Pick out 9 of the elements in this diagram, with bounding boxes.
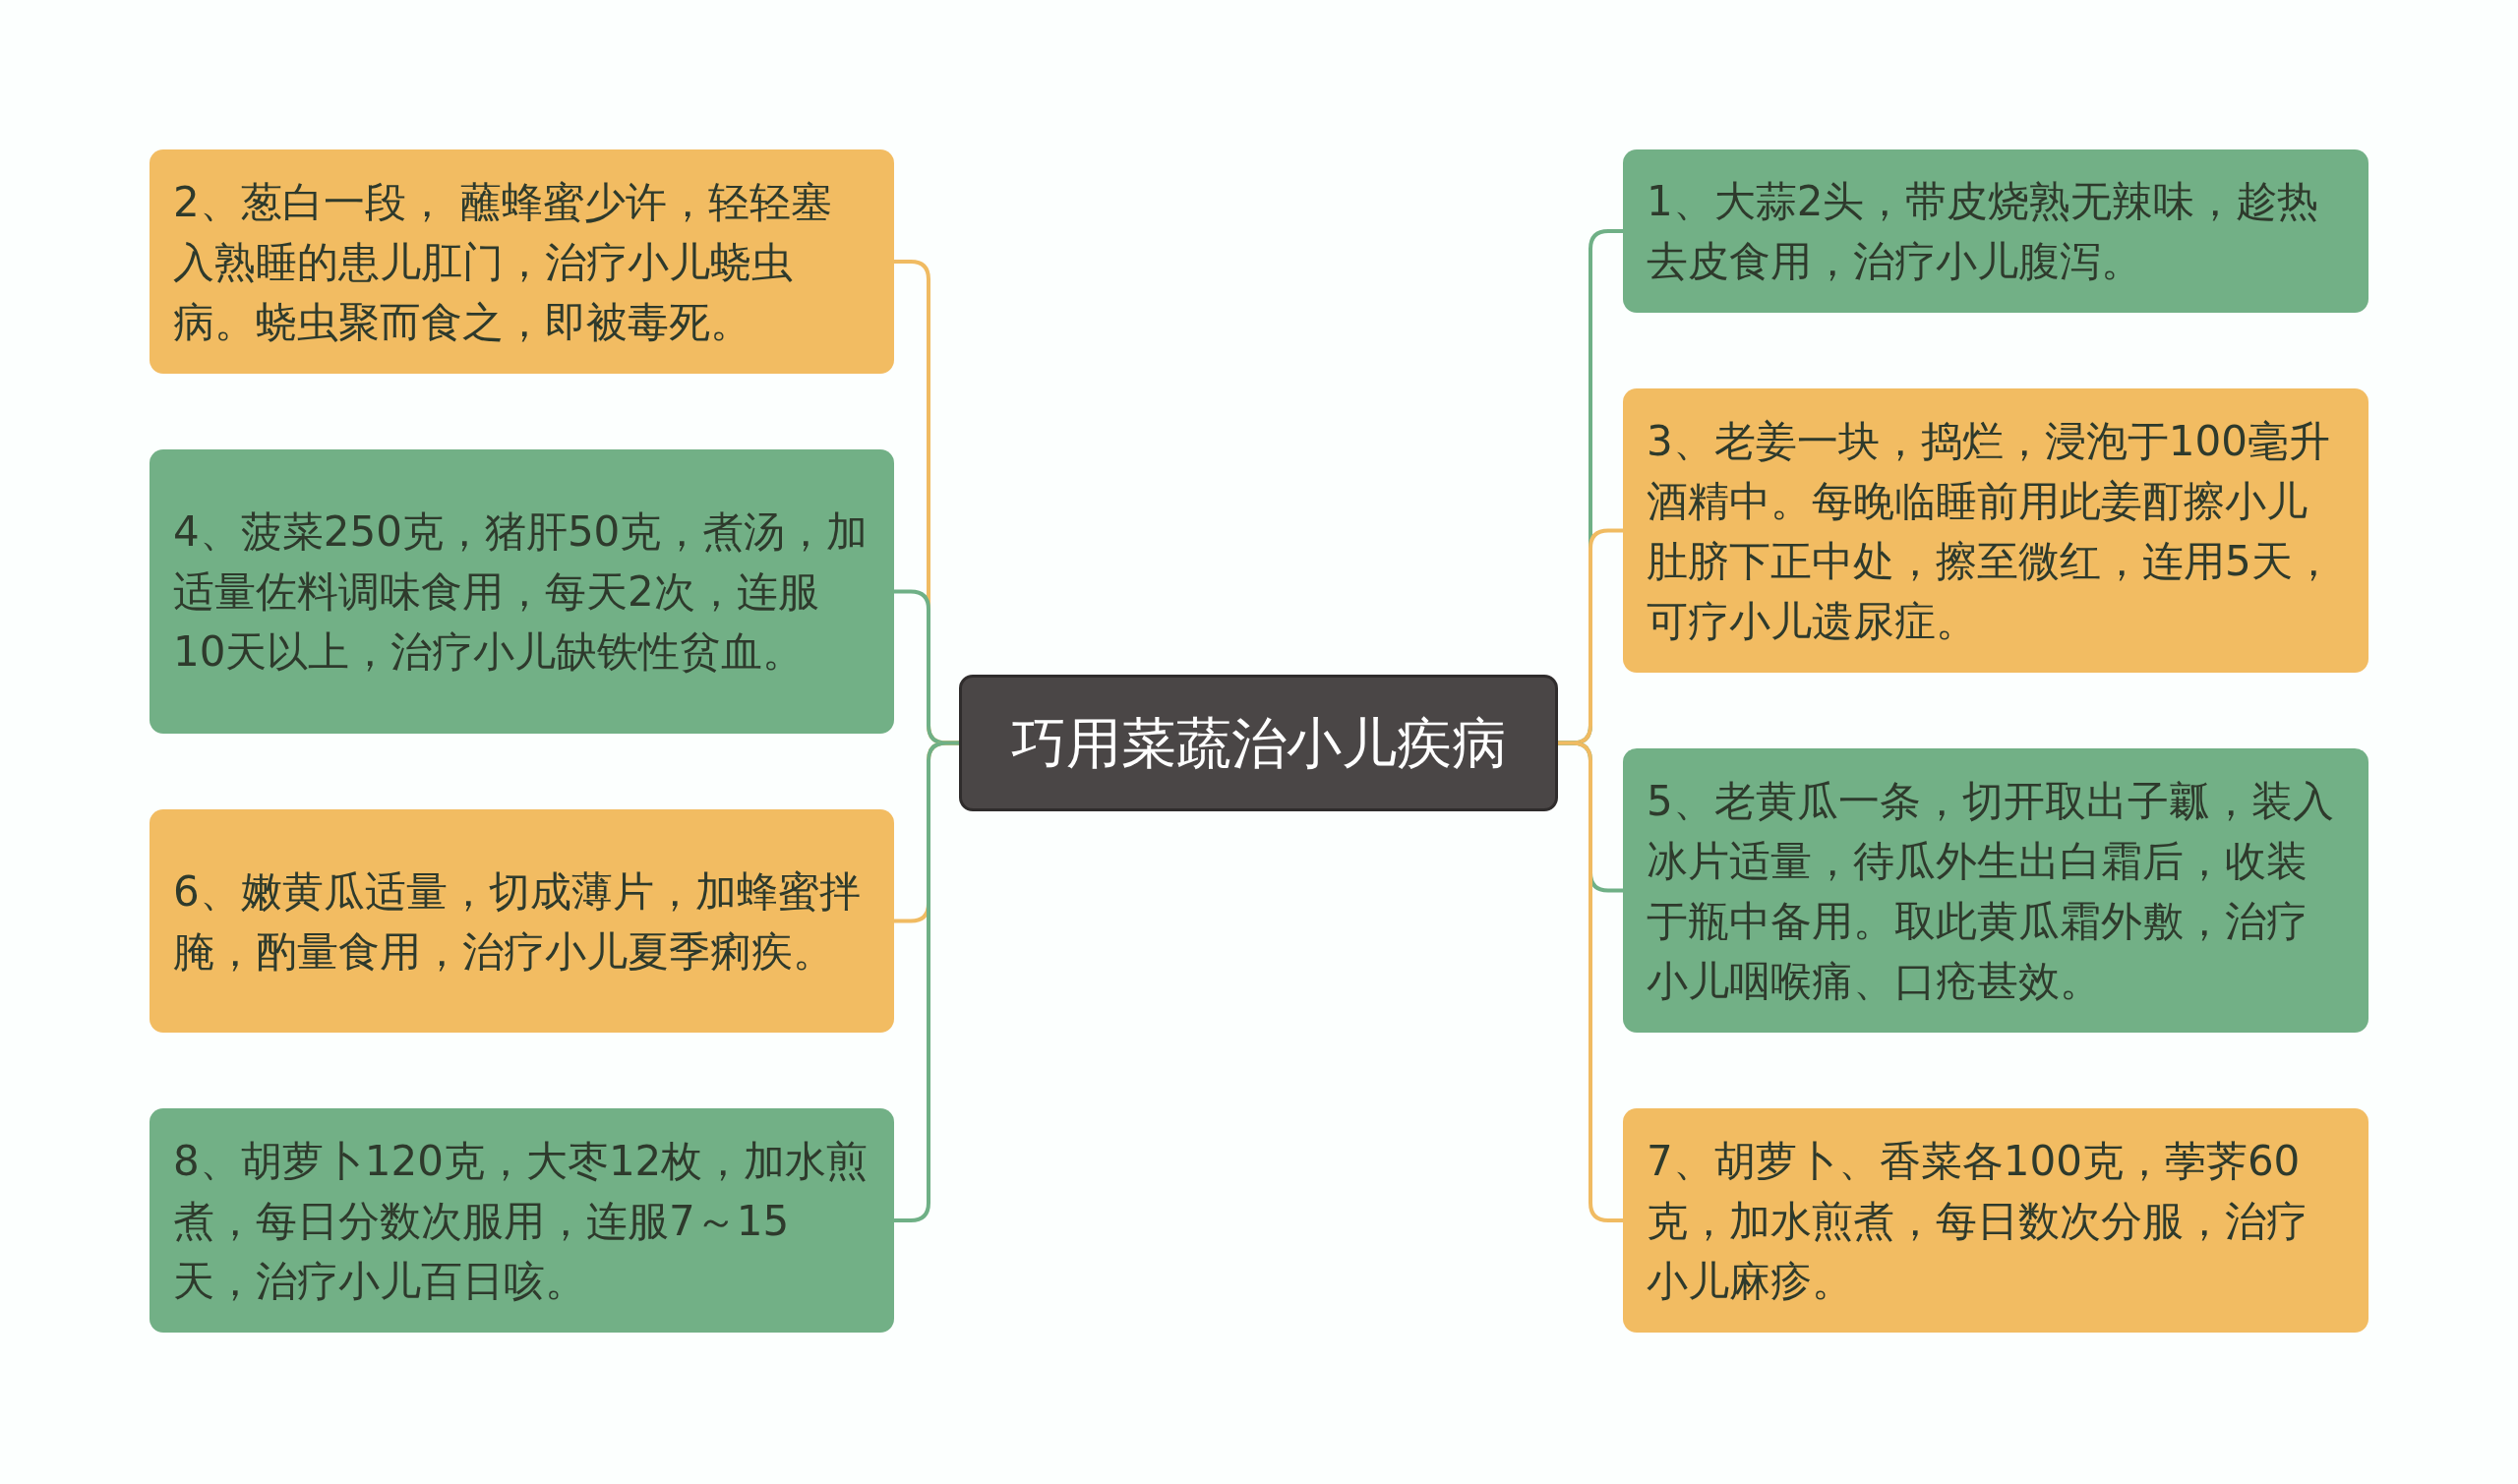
topic-box: 6、嫩黄瓜适量，切成薄片，加蜂蜜拌腌，酌量食用，治疗小儿夏季痢疾。	[150, 809, 894, 1033]
topic-box: 7、胡萝卜、香菜各100克，荸荠60克，加水煎煮，每日数次分服，治疗小儿麻疹。	[1623, 1108, 2368, 1333]
topic-box: 8、胡萝卜120克，大枣12枚，加水煎煮，每日分数次服用，连服7～15天，治疗小儿百日咳。	[150, 1108, 894, 1333]
topic-box: 4、菠菜250克，猪肝50克，煮汤，加适量佐料调味食用，每天2次，连服10天以上，治疗小儿缺铁性贫血。	[150, 449, 894, 734]
topic-box: 5、老黄瓜一条，切开取出子瓤，装入冰片适量，待瓜外生出白霜后，收装于瓶中备用。取此黄瓜霜外敷，治疗小儿咽喉痛、口疮甚效。	[1623, 748, 2368, 1033]
topic-box: 3、老姜一块，捣烂，浸泡于100毫升酒精中。每晚临睡前用此姜酊擦小儿肚脐下正中处，擦至微红，连用5天，可疗小儿遗尿症。	[1623, 388, 2368, 673]
topic-box: 1、大蒜2头，带皮烧熟无辣味，趁热去皮食用，治疗小儿腹泻。	[1623, 149, 2368, 313]
topic-box: 2、葱白一段， 蘸蜂蜜少许，轻轻塞入熟睡的患儿肛门，治疗小儿蛲虫病。蛲虫聚而食之，即被毒死。	[150, 149, 894, 374]
central-topic-box: 巧用菜蔬治小儿疾病	[959, 675, 1558, 811]
